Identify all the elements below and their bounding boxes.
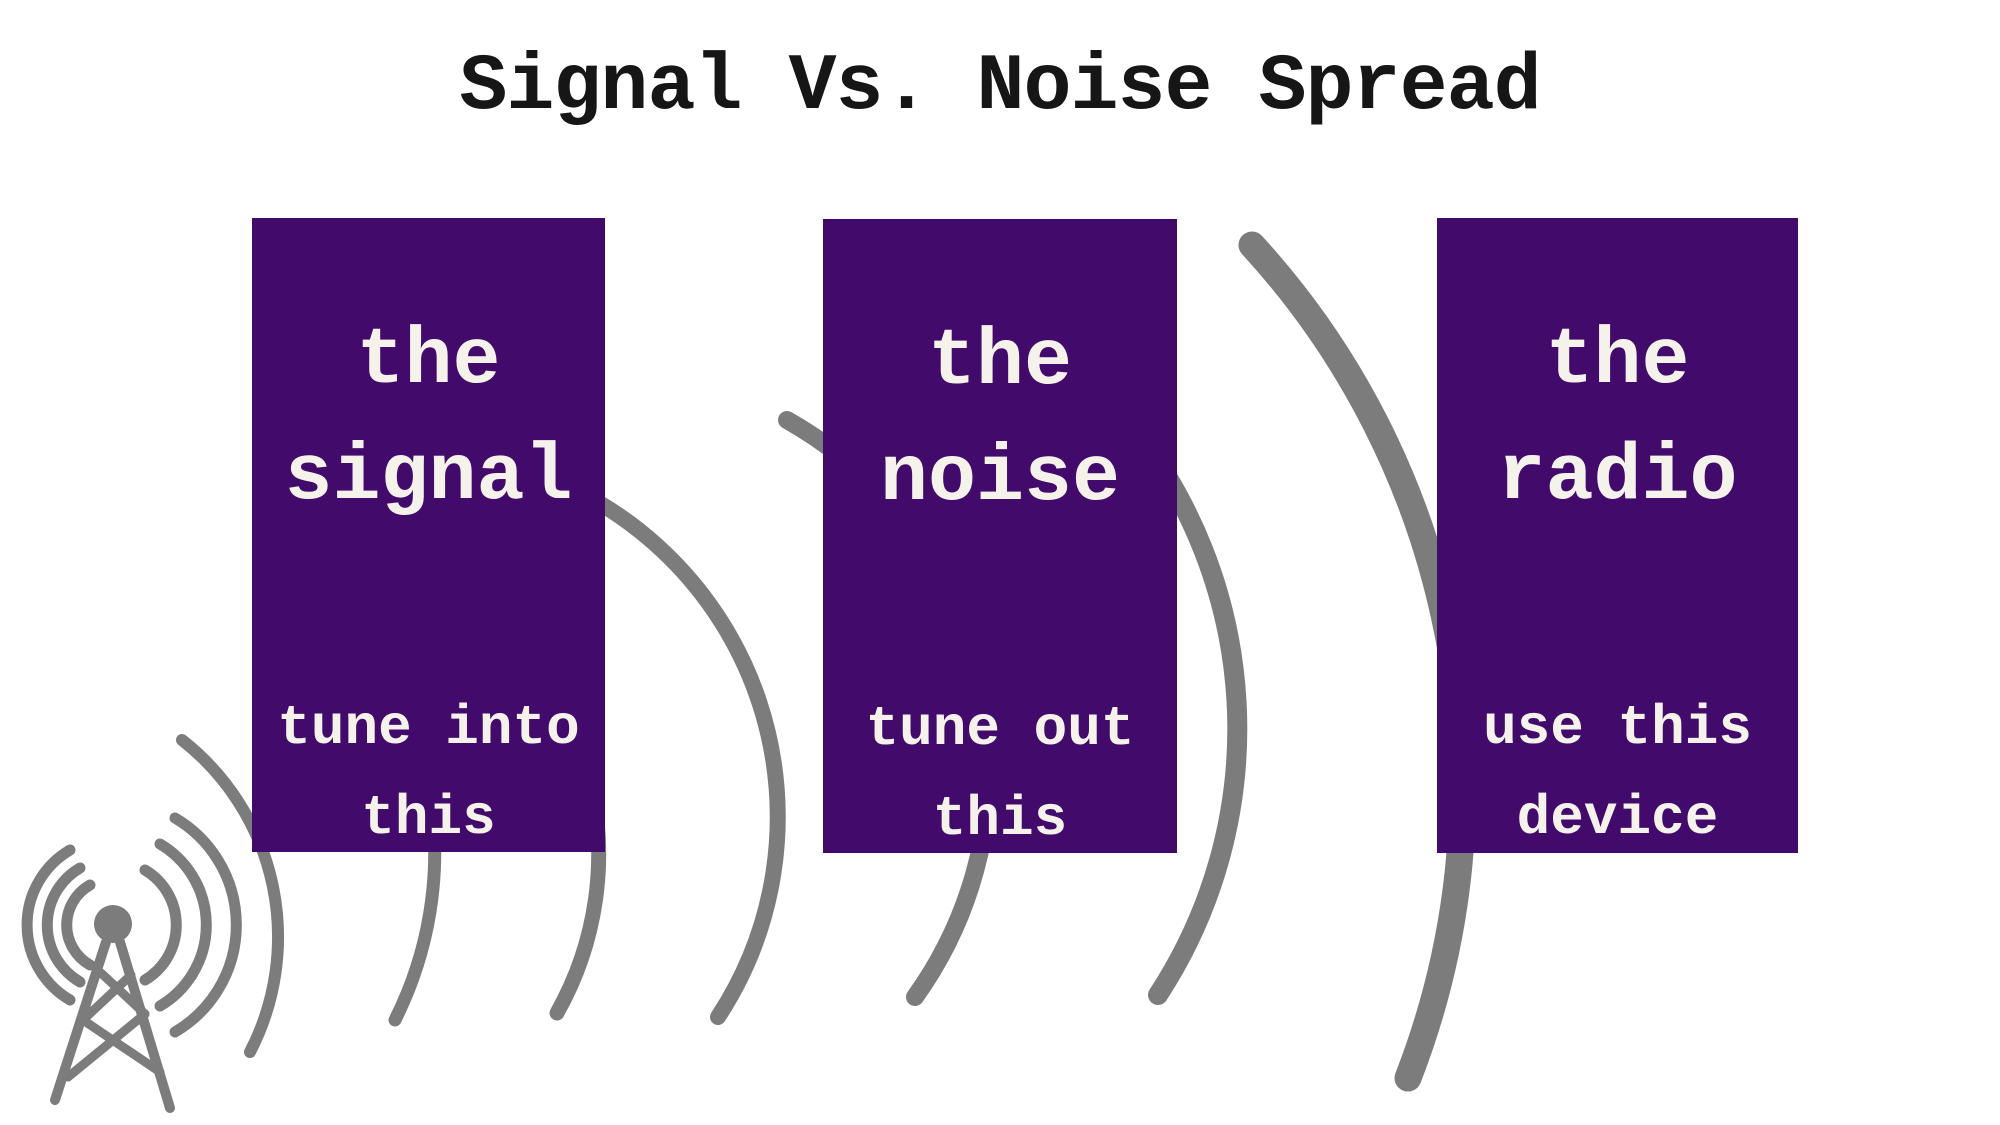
tower-wave-right-inner [139, 864, 182, 986]
radio-tower-icon [21, 812, 242, 1113]
tower-wave-right-outer [169, 812, 242, 1038]
card-action-line: this [932, 787, 1068, 851]
card-name-group: the noise [823, 305, 1177, 537]
ripple-arc-7 [1238, 231, 1477, 1092]
card-article: the [1545, 316, 1690, 407]
ripple-arc-4 [530, 466, 786, 1025]
card-action-group: tune out this [823, 684, 1177, 864]
tower-wave-left-inner [61, 879, 96, 971]
ripple-arc-1 [176, 734, 285, 1058]
card-action-group: tune into this [252, 683, 605, 863]
tower-brace [96, 968, 150, 1019]
tower-right-leg [115, 937, 175, 1113]
card-action-line: tune into [277, 696, 580, 760]
page-title: Signal Vs. Noise Spread [459, 42, 1541, 133]
tower-brace [78, 1015, 165, 1077]
card-action-line: tune out [865, 697, 1135, 761]
card-article: the [356, 316, 501, 407]
card-name-group: the radio [1437, 304, 1798, 536]
ripple-arc-6 [1117, 410, 1248, 1005]
card-noise: the noise tune out this [823, 219, 1177, 853]
card-noun: noise [879, 433, 1121, 524]
card-action-line: device [1516, 786, 1719, 850]
tower-wave-left-outer [21, 844, 76, 1006]
card-action-group: use this device [1437, 683, 1798, 863]
tower-brace [78, 970, 136, 1025]
tower-wave-right-mid [154, 838, 212, 1012]
card-noun: radio [1497, 432, 1738, 523]
card-signal: the signal tune into this [252, 218, 605, 852]
card-radio: the radio use this device [1437, 218, 1798, 853]
card-article: the [927, 317, 1073, 408]
tower-beacon-dot [94, 905, 132, 943]
tower-wave-left-mid [41, 862, 86, 988]
tower-brace [63, 1009, 150, 1082]
card-noun: signal [284, 432, 573, 523]
card-action-line: this [361, 786, 496, 850]
card-action-line: use this [1483, 696, 1752, 760]
card-name-group: the signal [252, 304, 605, 536]
